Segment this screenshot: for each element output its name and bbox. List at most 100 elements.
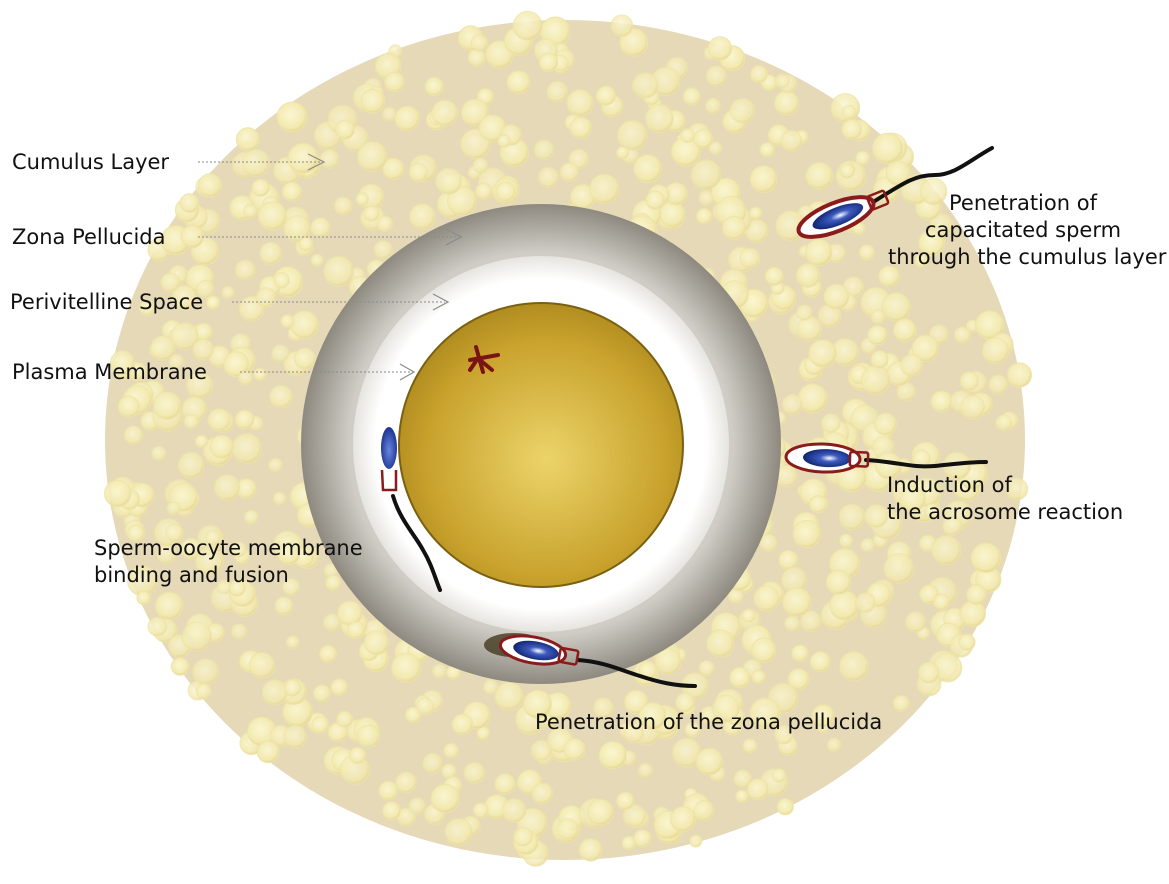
cumulus-cell [539, 53, 557, 71]
cumulus-cell [195, 435, 207, 447]
cumulus-cell [760, 534, 777, 551]
cumulus-cell [781, 131, 802, 152]
cumulus-cell [222, 286, 234, 298]
cumulus-cell [196, 684, 211, 699]
cumulus-cell [547, 81, 568, 102]
label-line: Sperm-oocyte membrane [94, 535, 363, 562]
cumulus-cell [299, 237, 313, 251]
cumulus-cell [476, 183, 492, 199]
cumulus-cell [690, 835, 702, 847]
cumulus-cell [989, 375, 1008, 394]
cumulus-cell [272, 345, 289, 362]
cumulus-cell [842, 120, 862, 140]
cumulus-cell [468, 49, 485, 66]
cumulus-cell [617, 792, 634, 809]
cumulus-cell [379, 781, 398, 800]
cumulus-cell [357, 725, 379, 747]
cumulus-cell [181, 225, 203, 247]
cumulus-cell [275, 597, 293, 615]
cumulus-cell [180, 194, 199, 213]
cumulus-cell [124, 426, 142, 444]
cumulus-cell [260, 242, 282, 264]
cumulus-cell [433, 664, 447, 678]
cumulus-cell [436, 168, 462, 194]
cumulus-cell [779, 551, 798, 570]
cumulus-cell [167, 502, 180, 515]
cumulus-cell [681, 129, 695, 143]
cumulus-cell [840, 652, 869, 681]
cumulus-cell [154, 392, 181, 419]
cumulus-cell [417, 698, 434, 715]
cumulus-cell [281, 315, 294, 328]
cumulus-cell [243, 150, 270, 177]
cumulus-cell [736, 790, 748, 802]
cumulus-cell [291, 311, 319, 339]
cumulus-cell [560, 163, 578, 181]
cumulus-cell [982, 338, 1008, 364]
label-line: Induction of [887, 472, 1123, 499]
cumulus-cell [742, 609, 755, 622]
cumulus-cell [377, 216, 392, 231]
cumulus-cell [294, 348, 315, 369]
cumulus-cell [249, 653, 274, 678]
cumulus-cell [273, 492, 285, 504]
cumulus-cell [236, 260, 256, 280]
cumulus-cell [793, 520, 820, 547]
cumulus-cell [534, 140, 553, 159]
cumulus-cell [383, 107, 397, 121]
cumulus-cell [495, 682, 523, 710]
cumulus-cell [840, 534, 853, 547]
cumulus-cell [495, 774, 515, 794]
cumulus-cell [256, 288, 275, 307]
cumulus-cell [588, 799, 614, 825]
cumulus-cell [955, 327, 971, 343]
cumulus-cell [971, 543, 1000, 572]
cumulus-cell [244, 205, 257, 218]
cumulus-cell [751, 66, 768, 83]
cumulus-cell [901, 354, 923, 376]
cumulus-cell [484, 680, 498, 694]
cumulus-cell [358, 142, 387, 171]
cumulus-cell [236, 128, 259, 151]
cumulus-cell [722, 216, 745, 239]
cumulus-cell [638, 763, 652, 777]
cumulus-cell [356, 193, 368, 205]
label-acrosome-reaction: Induction of the acrosome reaction [887, 472, 1123, 526]
cumulus-cell [750, 207, 762, 219]
cumulus-cell [694, 801, 714, 821]
cumulus-cell [694, 129, 713, 148]
label-line: through the cumulus layer [888, 244, 1158, 271]
cumulus-cell [410, 204, 435, 229]
cumulus-cell [409, 163, 428, 182]
cumulus-cell [105, 480, 132, 507]
cumulus-cell [775, 91, 799, 115]
cumulus-cell [239, 371, 253, 385]
cumulus-cell [730, 99, 755, 124]
cumulus-cell [932, 536, 961, 565]
cumulus-cell [171, 658, 188, 675]
cumulus-cell [287, 636, 299, 648]
cumulus-cell [960, 372, 978, 390]
cumulus-cell [252, 179, 269, 196]
cumulus-cell [254, 368, 266, 380]
cumulus-cell [785, 616, 800, 631]
cumulus-cell [707, 630, 734, 657]
cumulus-cell [646, 105, 674, 133]
cumulus-cell [431, 784, 459, 812]
label-plasma-membrane: Plasma Membrane [12, 359, 207, 386]
cumulus-cell [331, 679, 347, 695]
cumulus-cell [257, 741, 279, 763]
cumulus-cell [611, 15, 633, 37]
cumulus-cell [442, 764, 456, 778]
cumulus-cell [498, 135, 510, 147]
cumulus-cell [772, 769, 786, 783]
cumulus-cell [865, 505, 888, 528]
cumulus-cell [570, 117, 591, 138]
cumulus-cell [383, 802, 401, 820]
cumulus-cell [646, 191, 664, 209]
cumulus-cell [617, 147, 629, 159]
cumulus-cell [683, 88, 700, 105]
cumulus-cell [747, 779, 768, 800]
cumulus-cell [810, 652, 830, 672]
